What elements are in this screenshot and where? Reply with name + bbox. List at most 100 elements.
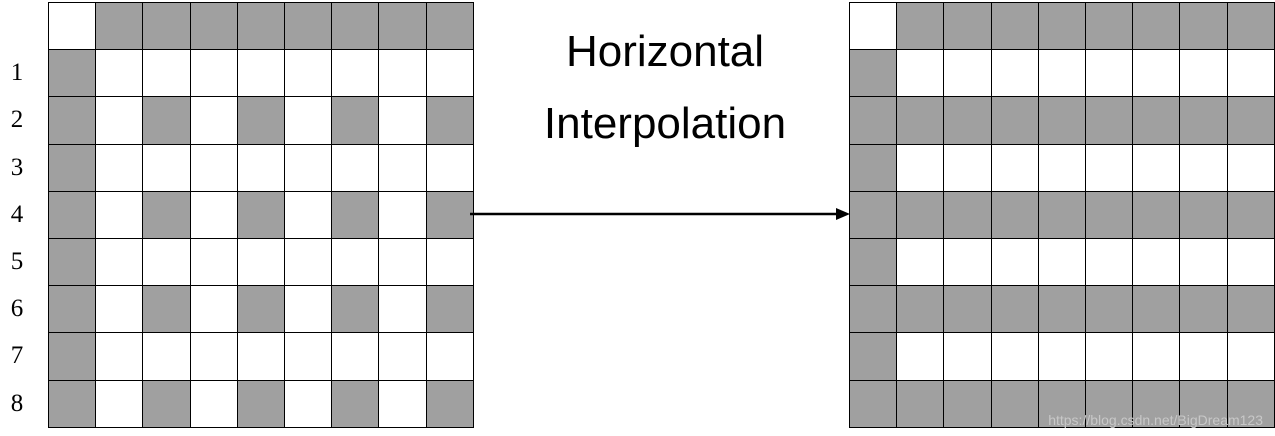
output-grid-cell (849, 332, 898, 381)
output-grid-cell (1037, 285, 1086, 334)
output-grid-cell (896, 285, 945, 334)
output-grid-cell (849, 379, 898, 428)
output-grid-cell (990, 190, 1039, 239)
input-grid-cell (236, 285, 285, 334)
output-grid-cell (1132, 238, 1181, 287)
input-grid-cell (236, 379, 285, 428)
output-grid-cell (990, 379, 1039, 428)
output-grid-cell (990, 2, 1039, 51)
output-grid-cell (1085, 49, 1134, 98)
input-grid-cell (142, 49, 191, 98)
input-grid-cell (284, 238, 333, 287)
output-grid-cell (990, 96, 1039, 145)
input-grid-cell (48, 238, 97, 287)
input-grid-cell (95, 143, 144, 192)
output-grid-cell (1037, 49, 1086, 98)
input-grid-cell (142, 143, 191, 192)
output-grid-cell (896, 49, 945, 98)
output-grid-cell (1132, 379, 1181, 428)
input-grid-cell (48, 96, 97, 145)
input-grid-cell (425, 2, 474, 51)
input-grid-cell (284, 379, 333, 428)
output-grid-cell (849, 49, 898, 98)
input-grid-cell (142, 379, 191, 428)
input-grid-cell (331, 190, 380, 239)
output-grid-cell (1037, 143, 1086, 192)
input-grid-cell (189, 143, 238, 192)
output-grid-cell (896, 2, 945, 51)
output-grid-cell (1132, 96, 1181, 145)
row-label: 4 (10, 200, 24, 228)
output-grid-cell (1132, 190, 1181, 239)
input-grid-cell (378, 238, 427, 287)
output-grid-cell (849, 143, 898, 192)
input-grid-cell (95, 96, 144, 145)
output-grid-cell (1085, 2, 1134, 51)
input-grid-cell (331, 379, 380, 428)
output-grid-cell (1179, 190, 1228, 239)
input-grid-cell (95, 190, 144, 239)
input-grid-cell (48, 49, 97, 98)
output-grid-cell (1179, 96, 1228, 145)
output-grid-cell (896, 143, 945, 192)
input-grid-cell (189, 238, 238, 287)
output-grid-cell (943, 379, 992, 428)
input-grid-cell (284, 2, 333, 51)
input-grid-cell (331, 143, 380, 192)
output-grid-cell (1132, 143, 1181, 192)
output-grid-cell (1226, 238, 1275, 287)
output-grid-cell (943, 143, 992, 192)
arrow-head (836, 208, 850, 220)
output-grid-cell (1132, 49, 1181, 98)
row-label: 2 (10, 106, 24, 134)
input-grid-cell (189, 285, 238, 334)
output-grid-cell (896, 96, 945, 145)
input-grid-cell (236, 49, 285, 98)
input-grid-cell (425, 49, 474, 98)
row-label: 3 (10, 153, 24, 181)
output-grid-cell (1085, 332, 1134, 381)
input-grid-cell (331, 2, 380, 51)
output-grid-cell (1226, 143, 1275, 192)
row-label: 1 (10, 59, 24, 87)
output-grid (849, 2, 1275, 428)
input-grid-cell (236, 143, 285, 192)
arrow-icon (470, 208, 850, 220)
output-grid-cell (849, 96, 898, 145)
output-grid-cell (1226, 49, 1275, 98)
output-grid-cell (990, 332, 1039, 381)
output-grid-cell (943, 96, 992, 145)
input-grid-cell (142, 190, 191, 239)
input-grid-cell (425, 143, 474, 192)
input-grid-cell (142, 96, 191, 145)
input-grid-cell (236, 2, 285, 51)
output-grid-cell (896, 238, 945, 287)
input-grid-cell (95, 2, 144, 51)
output-grid-cell (1179, 143, 1228, 192)
output-grid-cell (1085, 379, 1134, 428)
output-grid-cell (1085, 143, 1134, 192)
row-label: 5 (10, 248, 24, 275)
input-grid-cell (425, 332, 474, 381)
output-grid-cell (1226, 96, 1275, 145)
input-grid-cell (378, 143, 427, 192)
output-grid-cell (990, 49, 1039, 98)
input-grid-cell (378, 285, 427, 334)
output-grid-cell (1226, 332, 1275, 381)
output-grid-cell (1037, 238, 1086, 287)
input-grid-cell (425, 190, 474, 239)
row-label: 6 (10, 295, 24, 323)
output-grid-cell (849, 285, 898, 334)
watermark-text: https://blog.csdn.net/BigDream123 (1048, 412, 1263, 428)
input-grid-cell (425, 96, 474, 145)
input-grid-cell (95, 332, 144, 381)
input-grid-cell (284, 190, 333, 239)
input-grid-cell (95, 49, 144, 98)
input-grid-cell (189, 96, 238, 145)
title-line-1: Horizontal (565, 27, 765, 76)
input-grid-cell (331, 96, 380, 145)
output-grid-cell (849, 2, 898, 51)
input-grid-cell (48, 332, 97, 381)
output-grid-cell (1085, 238, 1134, 287)
input-grid-cell (378, 190, 427, 239)
